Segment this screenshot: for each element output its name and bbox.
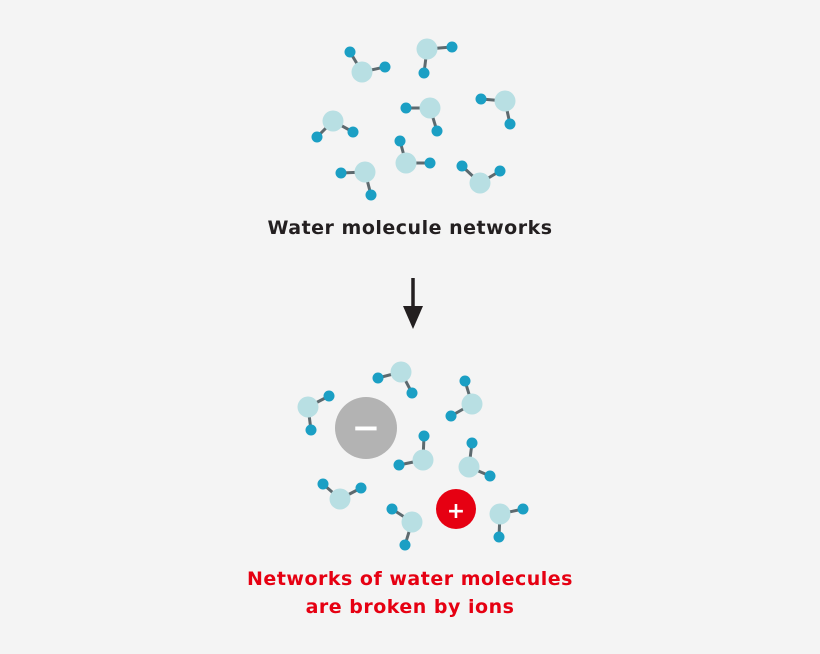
oxygen-atom <box>412 449 434 471</box>
oxygen-atom <box>395 152 417 174</box>
hydrogen-atom <box>305 424 317 436</box>
hydrogen-atom <box>347 126 359 138</box>
caption-broken-line-1: Networks of water molecules <box>247 568 573 590</box>
hydrogen-atom <box>456 160 468 172</box>
hydrogen-atom <box>393 459 405 471</box>
oxygen-atom <box>354 161 376 183</box>
hydrogen-atom <box>399 539 411 551</box>
hydrogen-atom <box>418 67 430 79</box>
negative-ion: − <box>335 397 397 459</box>
water-molecule <box>393 430 434 471</box>
oxygen-atom <box>458 456 480 478</box>
water-molecule <box>344 46 391 83</box>
hydrogen-atom <box>386 503 398 515</box>
oxygen-atom <box>419 97 441 119</box>
caption-broken-networks: Networks of water molecules are broken b… <box>0 565 820 621</box>
water-network-group <box>311 38 516 201</box>
water-molecule <box>317 478 367 510</box>
hydrogen-atom <box>406 387 418 399</box>
broken-network-group <box>297 361 529 551</box>
water-molecule <box>489 503 529 543</box>
hydrogen-atom <box>355 482 367 494</box>
hydrogen-atom <box>446 41 458 53</box>
hydrogen-atom <box>344 46 356 58</box>
hydrogen-atom <box>484 470 496 482</box>
hydrogen-atom <box>365 189 377 201</box>
water-molecule <box>456 160 506 194</box>
hydrogen-atom <box>431 125 443 137</box>
oxygen-atom <box>494 90 516 112</box>
water-molecule <box>458 437 496 482</box>
water-molecule <box>386 503 423 551</box>
hydrogen-atom <box>335 167 347 179</box>
hydrogen-atom <box>379 61 391 73</box>
oxygen-atom <box>401 511 423 533</box>
hydrogen-atom <box>311 131 323 143</box>
positive-ion: + <box>436 489 476 529</box>
hydrogen-atom <box>494 165 506 177</box>
hydrogen-atom <box>372 372 384 384</box>
hydrogen-atom <box>445 410 457 422</box>
oxygen-atom <box>416 38 438 60</box>
water-molecule <box>297 390 335 436</box>
hydrogen-atom <box>418 430 430 442</box>
hydrogen-atom <box>323 390 335 402</box>
down-arrow-icon <box>403 278 423 329</box>
water-molecule <box>475 90 516 130</box>
hydrogen-atom <box>400 102 412 114</box>
positive-ion-symbol: + <box>447 499 465 524</box>
hydrogen-atom <box>493 531 505 543</box>
oxygen-atom <box>461 393 483 415</box>
hydrogen-atom <box>424 157 436 169</box>
water-molecule <box>394 135 436 174</box>
hydrogen-atom <box>475 93 487 105</box>
water-molecule <box>400 97 443 137</box>
caption-broken-line-2: are broken by ions <box>305 596 515 618</box>
oxygen-atom <box>322 110 344 132</box>
hydrogen-atom <box>317 478 329 490</box>
hydrogen-atom <box>517 503 529 515</box>
oxygen-atom <box>329 488 351 510</box>
hydrogen-atom <box>459 375 471 387</box>
water-molecule <box>335 161 377 201</box>
water-molecule <box>445 375 483 422</box>
oxygen-atom <box>469 172 491 194</box>
oxygen-atom <box>489 503 511 525</box>
oxygen-atom <box>351 61 373 83</box>
hydrogen-atom <box>466 437 478 449</box>
caption-water-networks: Water molecule networks <box>267 217 553 239</box>
hydrogen-atom <box>504 118 516 130</box>
oxygen-atom <box>297 396 319 418</box>
negative-ion-symbol: − <box>352 408 381 448</box>
water-molecule <box>311 110 359 143</box>
water-molecule <box>372 361 418 399</box>
oxygen-atom <box>390 361 412 383</box>
water-molecule <box>416 38 458 79</box>
hydrogen-atom <box>394 135 406 147</box>
